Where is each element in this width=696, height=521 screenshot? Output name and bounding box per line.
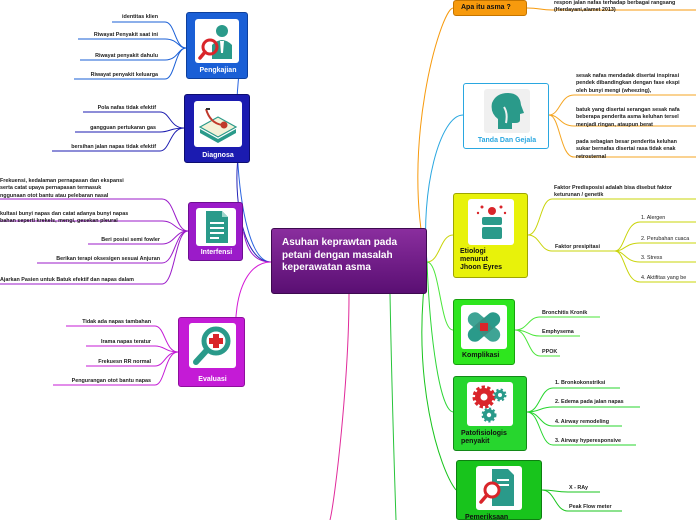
etiologi-label: Etiologi menurut Jhoon Eyres bbox=[460, 248, 503, 272]
pengkajian-item[interactable]: Riwayat penyakit dahulu bbox=[95, 53, 158, 59]
document-magnifier-icon bbox=[476, 466, 522, 510]
patofisiologis-item[interactable]: 4. Airway remodeling bbox=[555, 419, 610, 425]
medical-magnifier-icon bbox=[189, 323, 236, 368]
apa-itu-asma-desc[interactable]: respon jalan nafas terhadap berbagai ran… bbox=[554, 0, 676, 14]
presipitasi-item[interactable]: 1. Alergen bbox=[641, 215, 666, 221]
pengkajian-node[interactable]: Pengkajian bbox=[186, 12, 248, 79]
tanda-gejala-item[interactable]: sesak nafas mendadak disertai inspirasi … bbox=[576, 73, 680, 94]
tanda-gejala-label: Tanda Dan Gejala bbox=[477, 137, 537, 144]
faktor-presipitasi[interactable]: Faktor presipitasi bbox=[555, 244, 600, 250]
evaluasi-node[interactable]: Evaluasi bbox=[178, 317, 245, 387]
patofisiologis-item[interactable]: 2. Edema pada jalan napas bbox=[555, 399, 624, 405]
evaluasi-item[interactable]: Pengurangan otot bantu napas bbox=[71, 378, 151, 384]
komplikasi-item[interactable]: PPOK bbox=[542, 349, 558, 355]
pengkajian-item[interactable]: Riwayat penyakit keluarga bbox=[90, 72, 158, 78]
komplikasi-item[interactable]: Bronchitis Kronik bbox=[542, 310, 588, 316]
interfensi-item[interactable]: Beri posisi semi fowler bbox=[101, 237, 160, 243]
pengkajian-label: Pengkajian bbox=[199, 67, 237, 74]
presipitasi-item[interactable]: 2. Perubahan cuaca bbox=[641, 236, 690, 242]
komplikasi-item[interactable]: Emphysema bbox=[542, 329, 574, 335]
pemeriksaan-node[interactable]: Pemeriksaan bbox=[456, 460, 542, 521]
evaluasi-label: Evaluasi bbox=[198, 376, 227, 383]
evaluasi-item[interactable]: Tidak ada napas tambahan bbox=[82, 319, 151, 325]
komplikasi-node[interactable]: Komplikasi bbox=[453, 299, 515, 365]
diagnosa-node[interactable]: Diagnosa bbox=[184, 94, 250, 163]
head-profile-icon bbox=[484, 89, 530, 133]
komplikasi-label: Komplikasi bbox=[462, 352, 500, 359]
diagnosa-item[interactable]: Pola nafas tidak efektif bbox=[97, 105, 156, 111]
tanda-gejala-node[interactable]: Tanda Dan Gejala bbox=[463, 83, 549, 149]
evaluasi-item[interactable]: Irama napas teratur bbox=[100, 339, 151, 345]
doctor-magnifier-icon bbox=[195, 19, 239, 63]
apa-itu-asma-node[interactable]: Apa itu asma ? bbox=[453, 0, 527, 16]
patofisiologis-label: Patofisiologis penyakit bbox=[461, 430, 507, 446]
patofisiologis-item[interactable]: 3. Airway hyperesponsive bbox=[555, 438, 622, 444]
presipitasi-item[interactable]: 4. Aktifitas yang be bbox=[641, 275, 687, 281]
central-topic[interactable]: Asuhan keprawtan pada petani dengan masa… bbox=[271, 228, 427, 294]
interfensi-label: Interfensi bbox=[200, 249, 233, 256]
pemeriksaan-label: Pemeriksaan bbox=[465, 514, 509, 521]
tanda-gejala-item[interactable]: batuk yang disertai serangan sesak nafa … bbox=[576, 107, 680, 128]
interfensi-item[interactable]: Ajarkan Pasien untuk Batuk efektif dan n… bbox=[0, 277, 134, 283]
faktor-predisposisi[interactable]: Faktor Predisposisi adalah bisa disebut … bbox=[554, 185, 673, 199]
diagnosa-item[interactable]: bersihan jalan napas tidak efektif bbox=[71, 144, 156, 150]
gears-icon bbox=[467, 382, 513, 426]
apa-itu-asma-label: Apa itu asma ? bbox=[461, 4, 511, 11]
interfensi-item[interactable]: Berikan terapi oksesigen sesuai Anjuran bbox=[56, 256, 160, 262]
allergen-icon bbox=[468, 199, 514, 245]
patofisiologis-node[interactable]: Patofisiologis penyakit bbox=[453, 376, 527, 451]
interfensi-item[interactable]: kultasi bunyi napas dan catat adanya bun… bbox=[0, 211, 129, 225]
pengkajian-item[interactable]: Riwayat Penyakit saat ini bbox=[93, 32, 158, 38]
diagnosa-item[interactable]: gangguan pertukaran gas bbox=[90, 125, 156, 131]
bandage-icon bbox=[461, 305, 507, 349]
interfensi-node[interactable]: Interfensi bbox=[188, 202, 243, 261]
pengkajian-item[interactable]: identitas klien bbox=[122, 14, 158, 20]
interfensi-item[interactable]: Frekuensi, kedalaman pernapasan dan eksp… bbox=[0, 178, 124, 199]
central-topic-title: Asuhan keprawtan pada petani dengan masa… bbox=[282, 237, 398, 273]
tanda-gejala-item[interactable]: pada sebagian besar penderita keluhan su… bbox=[576, 139, 677, 160]
document-icon bbox=[196, 208, 236, 246]
presipitasi-item[interactable]: 3. Stress bbox=[641, 255, 663, 261]
etiologi-node[interactable]: Etiologi menurut Jhoon Eyres bbox=[453, 193, 528, 278]
book-stethoscope-icon bbox=[194, 101, 242, 147]
pemeriksaan-item[interactable]: Peak Flow meter bbox=[569, 504, 612, 510]
patofisiologis-item[interactable]: 1. Bronkokonstriksi bbox=[555, 380, 606, 386]
evaluasi-item[interactable]: Frekuesn RR normal bbox=[98, 359, 151, 365]
diagnosa-label: Diagnosa bbox=[202, 152, 234, 159]
pemeriksaan-item[interactable]: X - RAy bbox=[569, 485, 588, 491]
